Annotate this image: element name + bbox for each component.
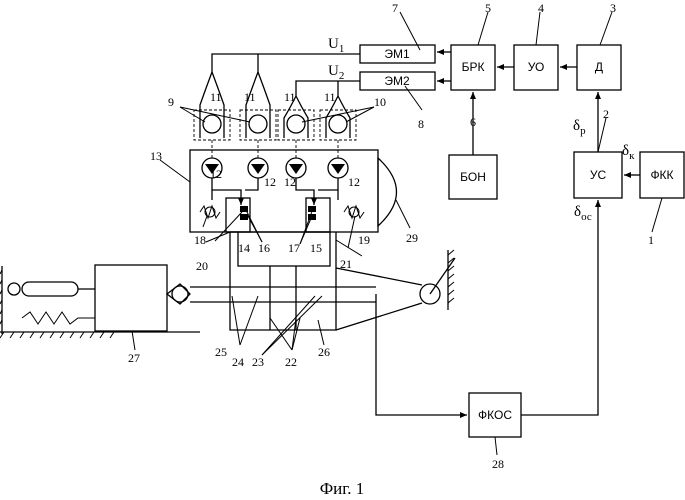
svg-text:УО: УО bbox=[528, 60, 545, 74]
svg-text:13: 13 bbox=[150, 149, 162, 163]
signal-u2: U2 bbox=[328, 63, 344, 82]
svg-text:28: 28 bbox=[492, 457, 504, 471]
svg-text:8: 8 bbox=[418, 117, 424, 131]
block-em1: ЭМ1 bbox=[360, 45, 435, 63]
svg-text:ЭМ2: ЭМ2 bbox=[384, 74, 410, 88]
valve-stems bbox=[212, 140, 338, 158]
svg-text:18: 18 bbox=[194, 233, 206, 247]
signal-delta-k: δк bbox=[622, 143, 635, 162]
block-bon: БОН bbox=[449, 155, 497, 199]
svg-text:ЭМ1: ЭМ1 bbox=[384, 47, 410, 61]
svg-text:24: 24 bbox=[232, 355, 244, 369]
block-uo: УО bbox=[514, 45, 558, 90]
solenoid-group-4 bbox=[320, 96, 356, 178]
solenoid-group-3 bbox=[278, 96, 314, 178]
svg-text:12: 12 bbox=[348, 175, 360, 189]
svg-text:27: 27 bbox=[128, 351, 140, 365]
svg-text:23: 23 bbox=[252, 355, 264, 369]
svg-text:4: 4 bbox=[538, 1, 544, 15]
signal-delta-p: δр bbox=[573, 118, 586, 137]
svg-text:12: 12 bbox=[264, 175, 276, 189]
svg-text:9: 9 bbox=[168, 95, 174, 109]
svg-text:Д: Д bbox=[595, 60, 603, 74]
svg-text:20: 20 bbox=[196, 259, 208, 273]
svg-text:11: 11 bbox=[210, 90, 222, 104]
svg-text:2: 2 bbox=[603, 107, 609, 121]
block-d: Д bbox=[577, 45, 621, 90]
signal-delta-os: δос bbox=[574, 204, 592, 223]
block-us: УС bbox=[574, 152, 622, 198]
svg-text:15: 15 bbox=[310, 241, 322, 255]
signal-u1: U1 bbox=[328, 36, 344, 55]
svg-text:5: 5 bbox=[485, 1, 491, 15]
svg-text:U1: U1 bbox=[328, 36, 344, 55]
figure-caption: Фиг. 1 bbox=[320, 479, 365, 498]
svg-text:БОН: БОН bbox=[460, 170, 486, 184]
svg-text:10: 10 bbox=[374, 95, 386, 109]
spring-19 bbox=[344, 206, 364, 218]
svg-text:ФКОС: ФКОС bbox=[478, 408, 512, 422]
svg-text:1: 1 bbox=[648, 233, 654, 247]
svg-text:12: 12 bbox=[210, 167, 222, 181]
check-valve-15 bbox=[306, 198, 330, 232]
svg-text:25: 25 bbox=[215, 345, 227, 359]
spring-18 bbox=[200, 206, 220, 218]
block-fkk: ФКК bbox=[640, 152, 684, 198]
block-fkos: ФКОС bbox=[469, 393, 521, 437]
svg-text:14: 14 bbox=[238, 241, 250, 255]
svg-text:29: 29 bbox=[406, 231, 418, 245]
block-brk: БРК bbox=[451, 45, 495, 90]
check-valve-14 bbox=[226, 198, 250, 232]
svg-text:26: 26 bbox=[318, 345, 330, 359]
svg-text:11: 11 bbox=[244, 90, 256, 104]
svg-text:17: 17 bbox=[288, 241, 300, 255]
svg-text:δр: δр bbox=[573, 118, 586, 137]
solenoid-group-2 bbox=[240, 72, 276, 178]
control-links bbox=[437, 52, 640, 415]
svg-text:δос: δос bbox=[574, 204, 592, 223]
svg-text:19: 19 bbox=[358, 233, 370, 247]
svg-text:22: 22 bbox=[285, 355, 297, 369]
svg-text:УС: УС bbox=[590, 168, 607, 182]
svg-text:16: 16 bbox=[258, 241, 270, 255]
svg-text:7: 7 bbox=[392, 1, 398, 15]
svg-text:ФКК: ФКК bbox=[650, 168, 673, 182]
svg-text:11: 11 bbox=[284, 90, 296, 104]
svg-text:12: 12 bbox=[284, 175, 296, 189]
lever-right bbox=[336, 250, 455, 330]
svg-text:21: 21 bbox=[340, 257, 352, 271]
svg-text:6: 6 bbox=[470, 115, 476, 129]
svg-text:11: 11 bbox=[324, 90, 336, 104]
svg-text:U2: U2 bbox=[328, 63, 344, 82]
svg-text:БРК: БРК bbox=[462, 60, 485, 74]
solenoid-group-1 bbox=[194, 72, 230, 178]
svg-text:3: 3 bbox=[610, 1, 616, 15]
block-em2: ЭМ2 bbox=[360, 72, 435, 90]
load-27 bbox=[0, 265, 200, 338]
svg-text:δк: δк bbox=[622, 143, 635, 162]
